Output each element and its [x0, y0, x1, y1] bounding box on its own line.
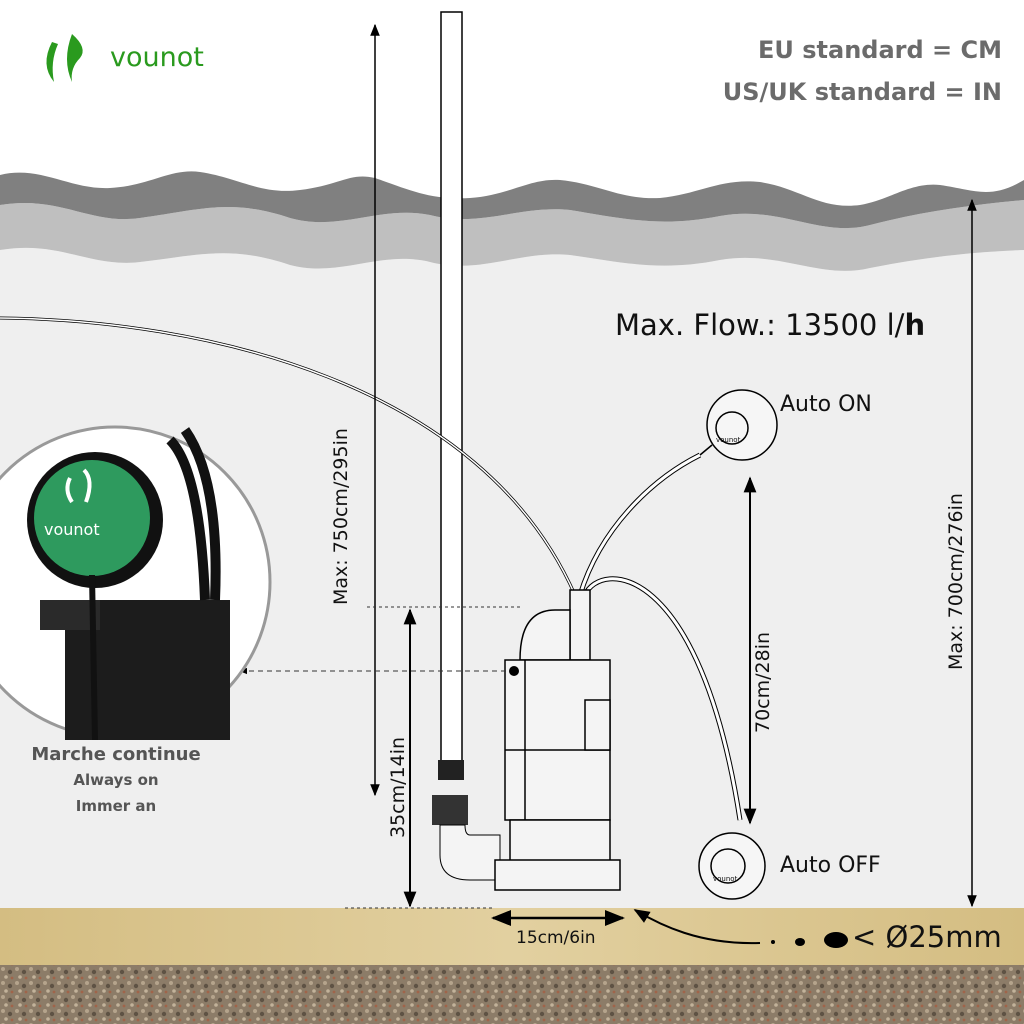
switch-off-logo: vounot: [713, 875, 738, 883]
inset-pump-photo: [27, 427, 230, 741]
inset-caption-fr: Marche continue: [31, 744, 201, 765]
max-head-label: Max: 750cm/295in: [330, 428, 352, 605]
us-standard-label: US/UK standard = IN: [722, 78, 1002, 106]
gravel-layer: [0, 965, 1024, 1024]
inset-caption-en: Always on: [73, 771, 159, 789]
vounot-logo-icon: [46, 34, 83, 82]
eu-standard-label: EU standard = CM: [758, 36, 1002, 64]
max-flow-label: Max. Flow.: 13500 l/h: [615, 308, 925, 342]
max-flow-value: Max. Flow.: 13500 l/: [615, 308, 905, 342]
float-height-label: 35cm/14in: [387, 736, 409, 838]
auto-off-switch-drawing: [698, 832, 766, 900]
inset-logo: vounot: [44, 520, 100, 539]
switch-on-logo: vounot: [716, 436, 741, 444]
auto-on-switch-drawing: [699, 389, 778, 461]
auto-off-label: Auto OFF: [780, 853, 881, 878]
wave-dark: [0, 171, 1024, 229]
pump-body: [494, 589, 621, 891]
switch-range-label: 70cm/28in: [752, 631, 774, 733]
inset-caption-de: Immer an: [75, 797, 157, 815]
max-depth-label: Max: 700cm/276in: [945, 493, 967, 670]
wave-light: [0, 200, 1024, 271]
width-label: 15cm/6in: [516, 928, 596, 948]
max-flow-unit: h: [904, 308, 926, 342]
discharge-pipe: [440, 11, 463, 763]
particle-size-label: < Ø25mm: [852, 920, 1002, 954]
brand-name: vounot: [110, 42, 204, 73]
auto-on-label: Auto ON: [780, 392, 872, 417]
